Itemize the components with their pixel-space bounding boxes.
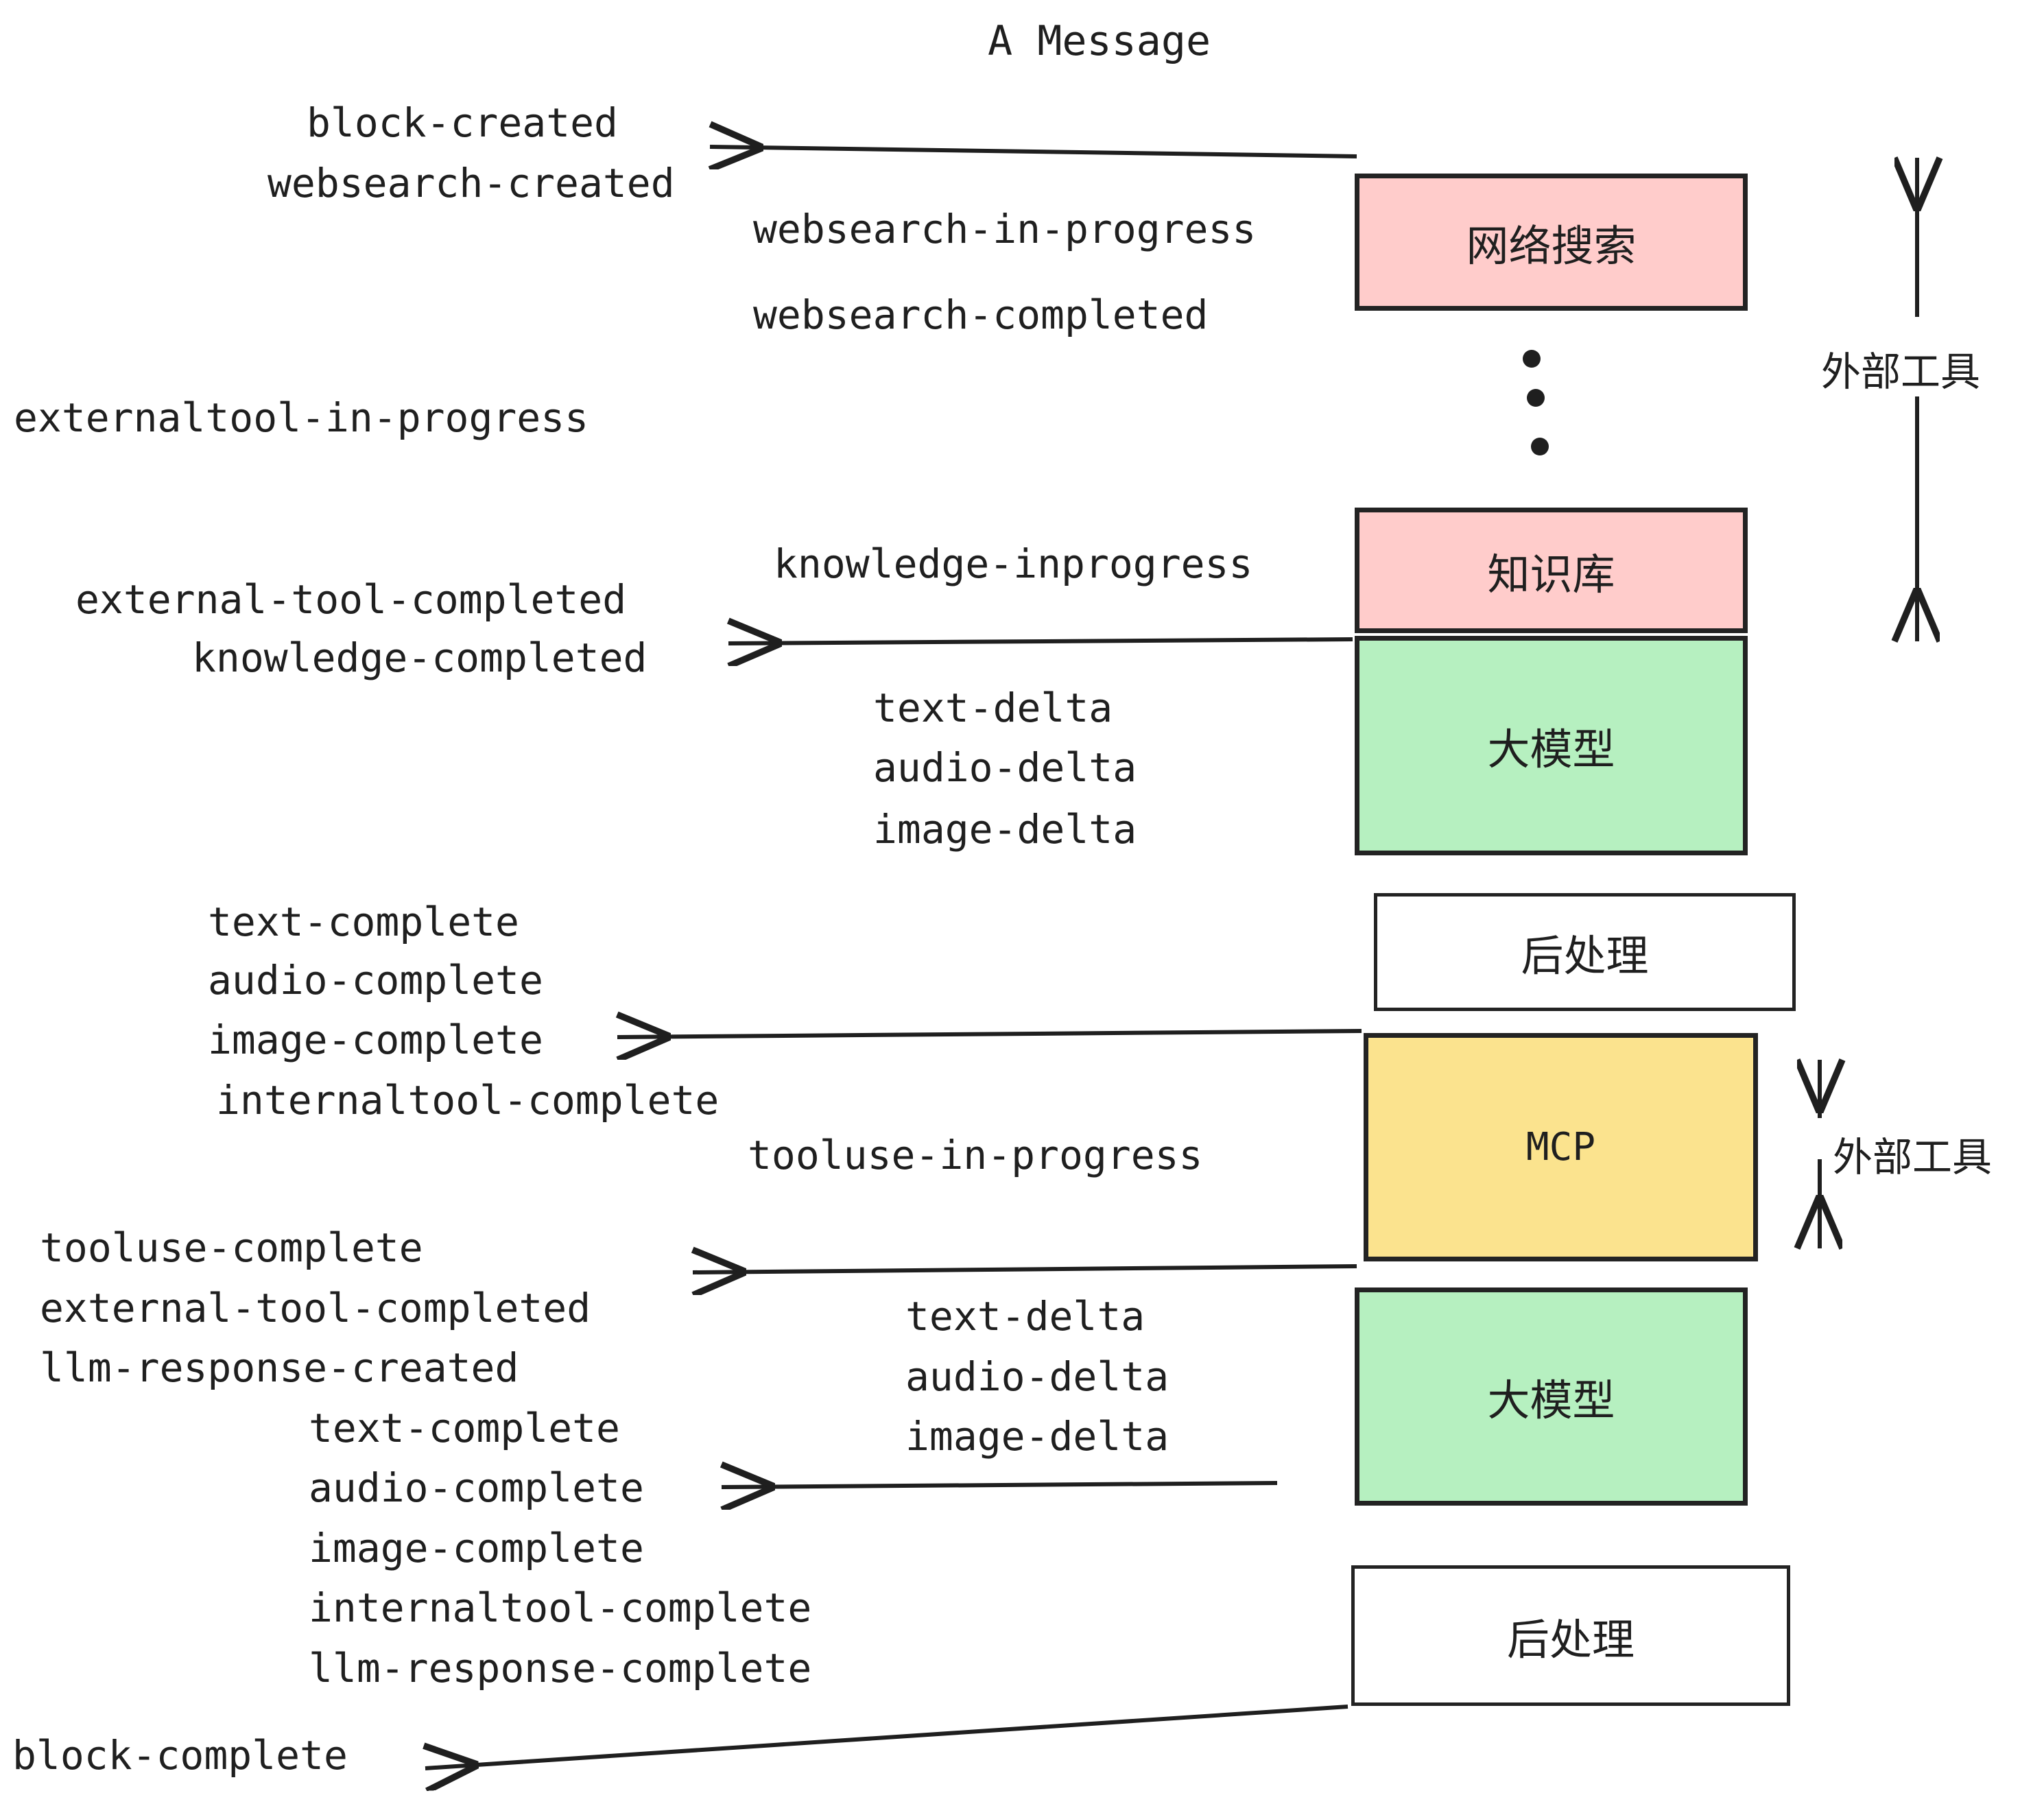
page-title: A Message <box>988 17 1211 65</box>
arrow-websearch-created <box>710 147 1357 156</box>
event-label: image-complete <box>208 1017 543 1063</box>
box-label: 知识库 <box>1487 549 1615 600</box>
event-label: text-complete <box>309 1405 620 1451</box>
event-label: websearch-in-progress <box>753 206 1257 252</box>
side-label-external-tool-2: 外部工具 <box>1833 1134 1993 1180</box>
ellipsis-dot <box>1523 350 1541 368</box>
event-label: internaltool-complete <box>216 1077 720 1124</box>
event-label: websearch-completed <box>753 292 1209 338</box>
event-label: knowledge-inprogress <box>774 541 1253 587</box>
event-label: text-delta <box>905 1293 1145 1340</box>
event-label: knowledge-completed <box>192 634 647 681</box>
box-label: 大模型 <box>1487 724 1615 774</box>
box-llm-1: 大模型 <box>1355 636 1748 855</box>
box-postprocess-1: 后处理 <box>1374 893 1796 1011</box>
event-label: tooluse-in-progress <box>748 1132 1203 1178</box>
event-label: image-complete <box>309 1525 644 1571</box>
event-label: audio-delta <box>873 744 1137 791</box>
side-label-external-tool-1: 外部工具 <box>1821 348 1981 395</box>
box-mcp: MCP <box>1364 1033 1758 1261</box>
event-label: internaltool-complete <box>309 1585 812 1631</box>
box-llm-2: 大模型 <box>1355 1287 1748 1506</box>
event-label: websearch-created <box>268 160 675 206</box>
arrow-image-complete <box>617 1031 1362 1037</box>
event-label: image-delta <box>873 806 1137 853</box>
arrow-tooluse-complete <box>693 1266 1357 1272</box>
event-label: block-complete <box>12 1732 348 1779</box>
box-knowledge: 知识库 <box>1355 508 1748 633</box>
box-label: 网络搜索 <box>1466 221 1637 271</box>
event-label: audio-complete <box>208 957 543 1004</box>
arrow-audio-complete <box>722 1483 1278 1487</box>
box-postprocess-2: 后处理 <box>1351 1565 1790 1706</box>
event-label: external-tool-completed <box>40 1285 591 1331</box>
box-label: 后处理 <box>1521 931 1649 981</box>
event-label: tooluse-complete <box>40 1224 423 1271</box>
event-label: llm-response-complete <box>309 1645 812 1692</box>
box-label: MCP <box>1525 1125 1596 1170</box>
ellipsis-dot <box>1527 389 1545 407</box>
event-label: audio-complete <box>309 1464 644 1511</box>
event-label: text-complete <box>208 899 519 945</box>
event-label: external-tool-completed <box>75 576 627 623</box>
ellipsis-dot <box>1531 438 1549 455</box>
event-label: externaltool-in-progress <box>14 394 589 441</box>
event-label: image-delta <box>905 1413 1169 1460</box>
event-label: llm-response-created <box>40 1344 519 1391</box>
box-label: 大模型 <box>1487 1375 1615 1425</box>
event-label: text-delta <box>873 685 1113 731</box>
box-websearch: 网络搜索 <box>1355 174 1748 311</box>
event-label: block-created <box>307 99 618 146</box>
arrow-block-complete <box>425 1705 1348 1768</box>
event-label: audio-delta <box>905 1353 1169 1400</box>
box-label: 后处理 <box>1506 1614 1635 1665</box>
arrow-knowledge-completed <box>728 639 1353 643</box>
